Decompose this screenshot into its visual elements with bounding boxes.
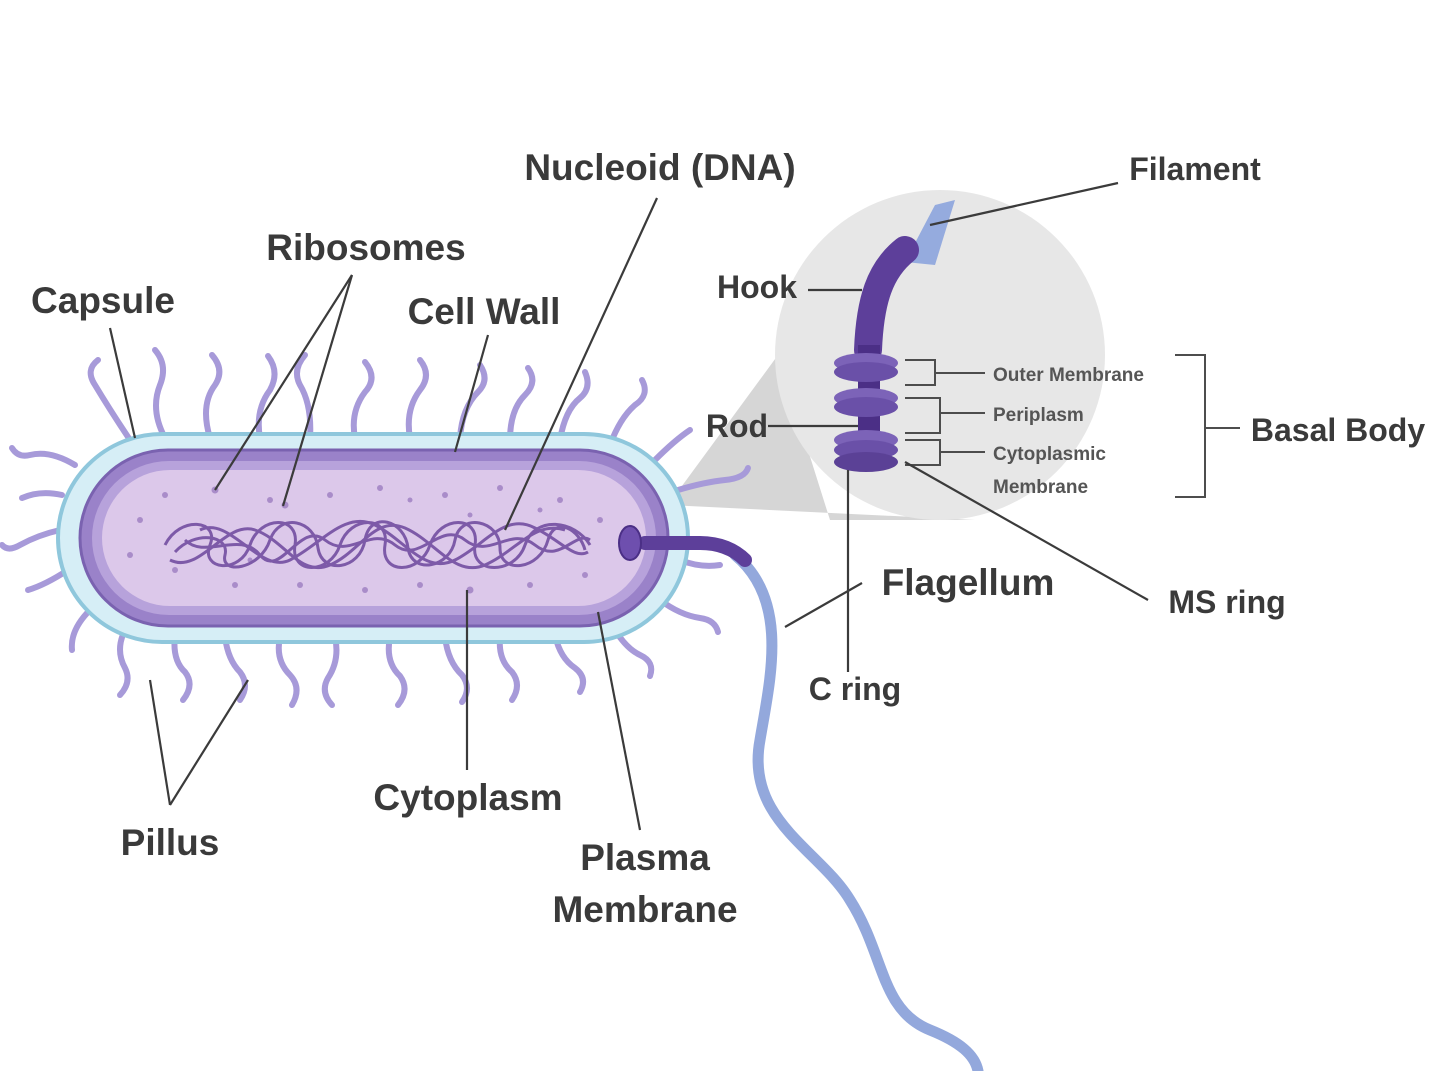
- label-basal-body: Basal Body: [1251, 412, 1425, 448]
- label-cytoplasm: Cytoplasm: [373, 777, 562, 818]
- zoom-cone: [668, 355, 975, 520]
- label-cell-wall: Cell Wall: [408, 291, 561, 332]
- label-c-ring: C ring: [809, 671, 901, 707]
- label-plasma-membrane-1: Plasma: [580, 837, 710, 878]
- label-outer-membrane: Outer Membrane: [993, 365, 1144, 386]
- label-pillus: Pillus: [121, 822, 220, 863]
- label-ms-ring: MS ring: [1168, 584, 1285, 620]
- label-rod: Rod: [706, 408, 768, 444]
- label-cytoplasmic-membrane-2: Membrane: [993, 477, 1088, 498]
- label-cytoplasmic-membrane-1: Cytoplasmic: [993, 444, 1106, 465]
- flagellum-filament: [729, 549, 984, 1071]
- ribosomes: [127, 485, 603, 594]
- label-flagellum: Flagellum: [882, 562, 1055, 603]
- flagellum-motor: [618, 525, 642, 561]
- label-plasma-membrane-2: Membrane: [552, 889, 737, 930]
- flagellum-hook: [638, 536, 752, 567]
- label-ribosomes: Ribosomes: [266, 227, 465, 268]
- label-hook: Hook: [717, 269, 797, 305]
- label-periplasm: Periplasm: [993, 405, 1084, 426]
- inset-brackets: [905, 354, 1240, 498]
- label-filament: Filament: [1129, 151, 1261, 187]
- inset-flagellum-motor: [834, 200, 955, 472]
- nucleoid-dna: [163, 519, 592, 570]
- leader-lines: [108, 181, 1149, 831]
- label-nucleoid: Nucleoid (DNA): [524, 147, 795, 188]
- label-capsule: Capsule: [31, 280, 175, 321]
